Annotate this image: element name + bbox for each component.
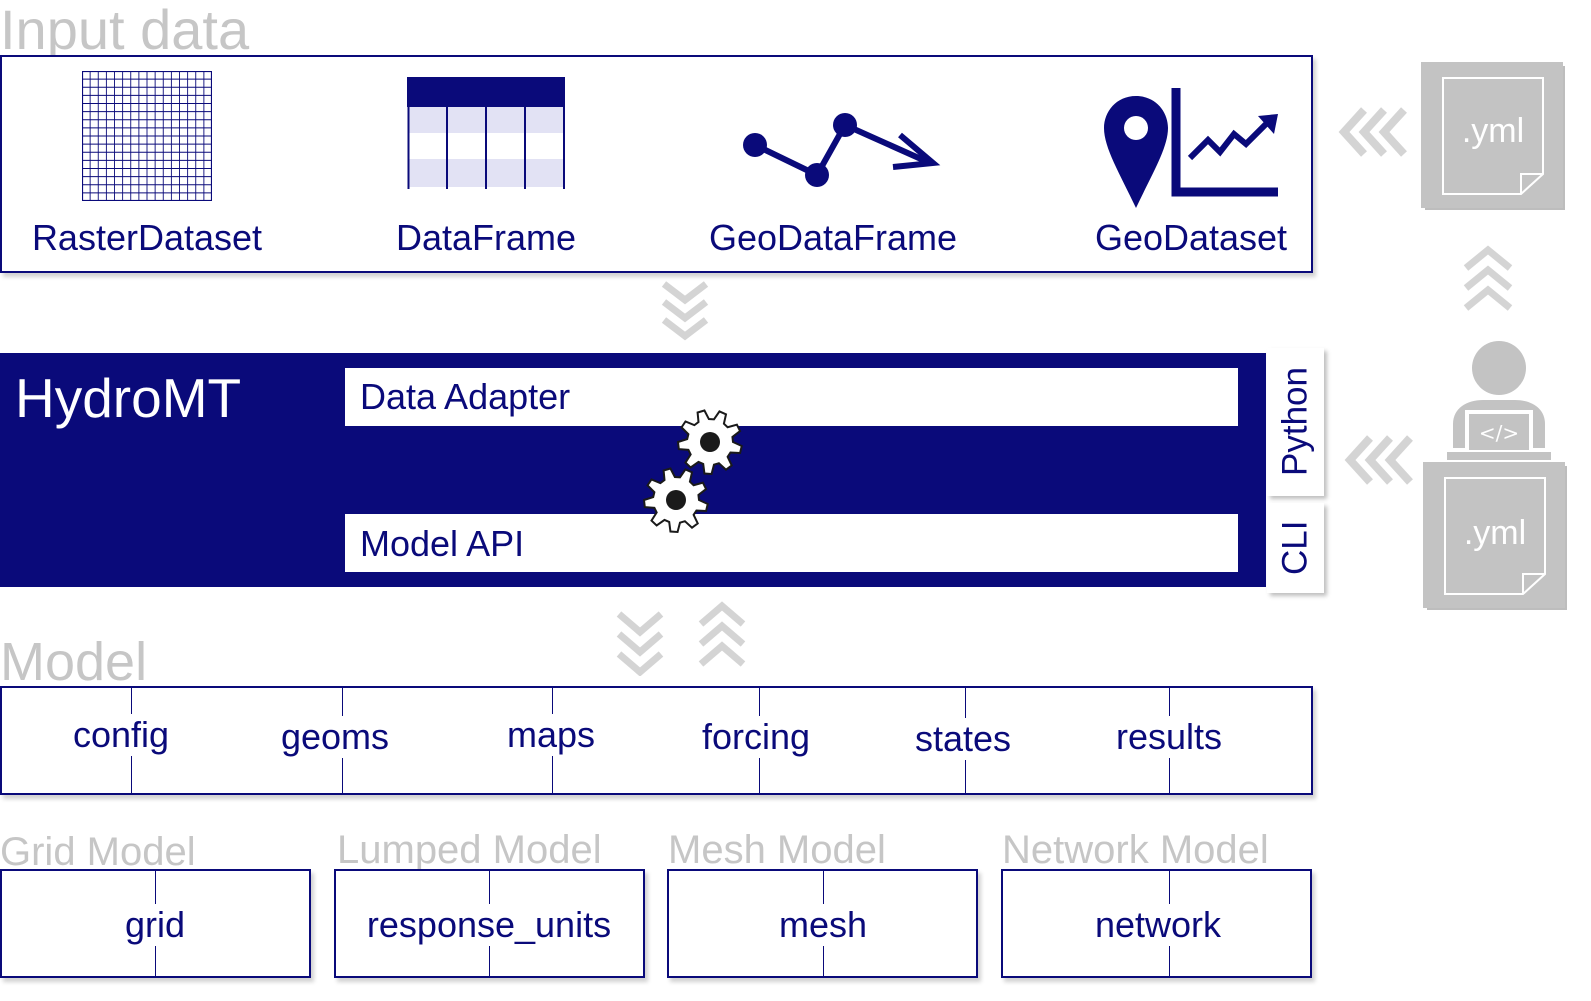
input-data-title: Input data	[0, 0, 250, 61]
yml-bottom-label: .yml	[1463, 514, 1527, 552]
component-geoms[interactable]: geoms	[260, 716, 410, 758]
svg-text:</>: </>	[1479, 421, 1519, 445]
vector-line-icon	[743, 113, 941, 187]
raster-grid-icon	[82, 71, 212, 201]
gear-icon	[642, 467, 709, 534]
component-mesh[interactable]: mesh	[770, 904, 876, 946]
model-title: Model	[0, 632, 148, 692]
raster-dataset-label: RasterDataset	[31, 217, 263, 258]
mesh-model-title: Mesh Model	[668, 828, 886, 872]
grid-model-title: Grid Model	[0, 830, 196, 874]
python-tab[interactable]	[1267, 348, 1324, 496]
model-components-box	[0, 686, 1313, 795]
component-states[interactable]: states	[903, 718, 1023, 760]
chevron-up-icon	[1463, 245, 1513, 311]
component-config[interactable]: config	[41, 714, 201, 756]
geodataset-label: GeoDataset	[1094, 217, 1288, 258]
geodataframe-label: GeoDataFrame	[708, 217, 958, 258]
component-response-units[interactable]: response_units	[356, 904, 622, 946]
model-api-label: Model API	[360, 523, 525, 564]
double-chevron-left-icon	[1344, 435, 1413, 485]
hydromt-title: HydroMT	[15, 367, 242, 429]
chevron-up-icon	[698, 601, 746, 667]
dataframe-label: DataFrame	[395, 217, 577, 258]
user-coding-icon: </>	[1447, 341, 1551, 460]
gear-icon	[676, 409, 743, 476]
input-data-box	[0, 55, 1313, 273]
yml-top-label: .yml	[1461, 112, 1525, 150]
chevron-down-icon	[616, 611, 664, 676]
network-model-title: Network Model	[1002, 828, 1269, 872]
component-grid[interactable]: grid	[110, 904, 200, 946]
yml-file-icon	[1421, 62, 1565, 210]
cli-tab[interactable]	[1267, 503, 1324, 593]
double-chevron-left-icon	[1338, 107, 1407, 157]
data-adapter-label: Data Adapter	[360, 376, 571, 417]
data-adapter-box[interactable]	[345, 368, 1238, 426]
table-icon	[407, 77, 565, 189]
chevron-down-icon	[661, 281, 709, 341]
location-timeseries-icon	[1104, 88, 1278, 208]
cli-tab-label: CLI	[1275, 520, 1315, 576]
component-maps[interactable]: maps	[490, 714, 612, 756]
component-results[interactable]: results	[1105, 716, 1233, 758]
python-tab-label: Python	[1275, 367, 1315, 477]
yml-file-icon	[1423, 462, 1567, 610]
component-forcing[interactable]: forcing	[690, 716, 822, 758]
model-api-box[interactable]	[345, 514, 1238, 572]
lumped-model-title: Lumped Model	[337, 828, 602, 872]
component-network[interactable]: network	[1088, 904, 1228, 946]
